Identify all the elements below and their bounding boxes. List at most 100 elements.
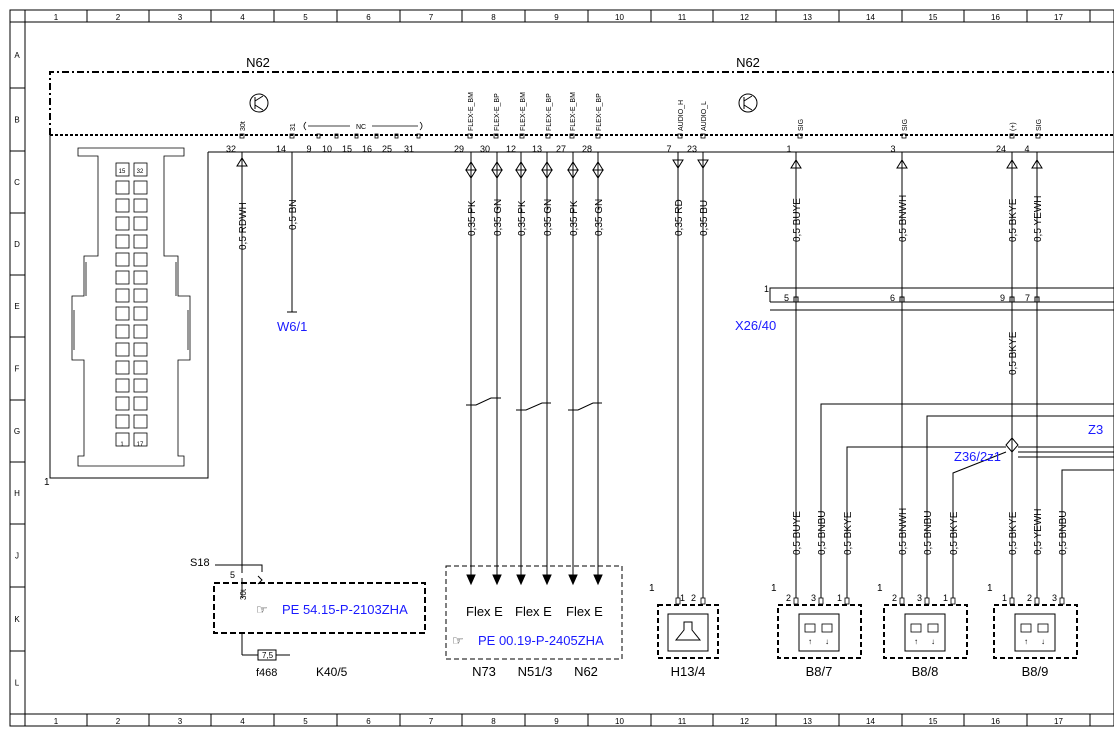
pin-terminal bbox=[677, 133, 683, 139]
pin-signal: FLEX-E_BM bbox=[570, 92, 577, 131]
svg-text:↓: ↓ bbox=[931, 637, 935, 646]
wire-label: 0,35 PK bbox=[467, 200, 478, 236]
wire-label: 0,35 PK bbox=[569, 200, 580, 236]
svg-text:↑: ↑ bbox=[1024, 637, 1028, 646]
transistor-icon bbox=[738, 93, 758, 113]
z36-link-cut[interactable]: Z3 bbox=[1088, 422, 1103, 437]
column-label: 9 bbox=[554, 13, 559, 22]
pin-signal: FLEX-E_BP bbox=[596, 93, 603, 131]
svg-text:↑: ↑ bbox=[808, 637, 812, 646]
x26-pin: 6 bbox=[890, 293, 895, 303]
flex-ref-link[interactable]: PE 00.19-P-2405ZHA bbox=[478, 633, 604, 648]
hand-icon: ☞ bbox=[452, 633, 464, 648]
row-label: A bbox=[14, 51, 20, 60]
wire-label: 0,5 BNBU bbox=[817, 511, 828, 555]
pin-number: 32 bbox=[226, 144, 236, 154]
pin-terminal bbox=[467, 133, 473, 139]
pin-terminal bbox=[675, 597, 681, 605]
wire-label: 0,5 YEWH bbox=[1033, 196, 1044, 243]
h13-marker: 1 bbox=[649, 583, 655, 594]
component-name: N51/3 bbox=[518, 664, 553, 679]
connector-face-pin: 17 bbox=[137, 442, 144, 448]
wire-label: 0,35 RD bbox=[674, 199, 685, 236]
z36-link[interactable]: Z36/2z1 bbox=[954, 449, 1001, 464]
column-label: 7 bbox=[429, 13, 434, 22]
sensor-pin: 2 bbox=[892, 593, 897, 603]
flex-box bbox=[445, 565, 623, 660]
pin-number: 23 bbox=[687, 144, 697, 154]
h13-pin: 1 bbox=[680, 593, 685, 603]
nc-label: NC bbox=[356, 124, 366, 131]
column-grid: 1122334455667788991010111112121313141415… bbox=[24, 10, 1091, 726]
pin-terminal bbox=[1035, 133, 1041, 139]
pin-terminal bbox=[354, 133, 359, 139]
column-label: 13 bbox=[803, 717, 812, 726]
s18-pin: 5 bbox=[230, 570, 235, 580]
column-label: 4 bbox=[240, 717, 245, 726]
connector-face-pin: 1 bbox=[120, 442, 124, 448]
pin-terminal bbox=[595, 133, 601, 139]
pin-terminal bbox=[374, 133, 379, 139]
pin-terminal bbox=[700, 133, 706, 139]
sensor-pin: 2 bbox=[1027, 593, 1032, 603]
ground-link[interactable]: W6/1 bbox=[277, 319, 307, 334]
column-label: 8 bbox=[491, 717, 496, 726]
row-label: E bbox=[14, 302, 19, 311]
s18-ref-link[interactable]: PE 54.15-P-2103ZHA bbox=[282, 602, 408, 617]
pin-signal: FLEX-E_BM bbox=[520, 92, 527, 131]
pin-number: 24 bbox=[996, 144, 1006, 154]
pin-number: 4 bbox=[1024, 144, 1029, 154]
pin-number: 10 bbox=[322, 144, 332, 154]
component-name: B8/9 bbox=[1022, 664, 1049, 679]
x26-link[interactable]: X26/40 bbox=[735, 318, 776, 333]
column-label: 15 bbox=[929, 717, 938, 726]
column-label: 1 bbox=[54, 13, 59, 22]
module-housing bbox=[49, 71, 1114, 479]
row-label: H bbox=[14, 489, 20, 498]
pin-terminal bbox=[519, 133, 525, 139]
column-label: 7 bbox=[429, 717, 434, 726]
x26-pin: 5 bbox=[784, 293, 789, 303]
pin-signal: AUDIO_L bbox=[701, 101, 708, 131]
column-label: 17 bbox=[1054, 717, 1063, 726]
component-name: H13/4 bbox=[671, 664, 706, 679]
column-label: 11 bbox=[678, 13, 687, 22]
column-label: 17 bbox=[1054, 13, 1063, 22]
column-label: 10 bbox=[615, 13, 624, 22]
pin-signal: (+) bbox=[1010, 122, 1017, 131]
wire-label: 0,5 BKYE bbox=[949, 511, 960, 555]
svg-text:↓: ↓ bbox=[1041, 637, 1045, 646]
flex-label: Flex E bbox=[566, 604, 603, 619]
row-label: F bbox=[15, 365, 20, 374]
h13-pin: 2 bbox=[691, 593, 696, 603]
column-label: 14 bbox=[866, 13, 875, 22]
wire-label: 0,35 PK bbox=[517, 200, 528, 236]
pin-signal: SIG bbox=[902, 119, 909, 131]
column-label: 15 bbox=[929, 13, 938, 22]
column-label: 3 bbox=[178, 717, 183, 726]
x26-pin: 9 bbox=[1000, 293, 1005, 303]
column-label: 9 bbox=[554, 717, 559, 726]
column-label: 11 bbox=[678, 717, 687, 726]
sensor-marker: 1 bbox=[877, 583, 883, 594]
column-label: 2 bbox=[116, 13, 121, 22]
pin-terminal bbox=[901, 133, 907, 139]
connector-face-pin: 32 bbox=[137, 169, 144, 175]
pin-signal: AUDIO_H bbox=[678, 100, 685, 131]
sensor-pin: 1 bbox=[837, 593, 842, 603]
sensor-marker: 1 bbox=[771, 583, 777, 594]
wire-label: 0,5 BUYE bbox=[792, 198, 803, 242]
connector-face-drawing bbox=[71, 147, 191, 467]
pin-signal: 30t bbox=[240, 121, 247, 131]
wire-label: 0,5 BNBU bbox=[923, 511, 934, 555]
column-label: 13 bbox=[803, 13, 812, 22]
column-label: 6 bbox=[366, 717, 371, 726]
wire-label: 0,5 BNBU bbox=[1058, 511, 1069, 555]
column-label: 12 bbox=[740, 717, 749, 726]
row-label: G bbox=[14, 427, 20, 436]
wire-label: 0,5 RDWH bbox=[238, 202, 249, 250]
